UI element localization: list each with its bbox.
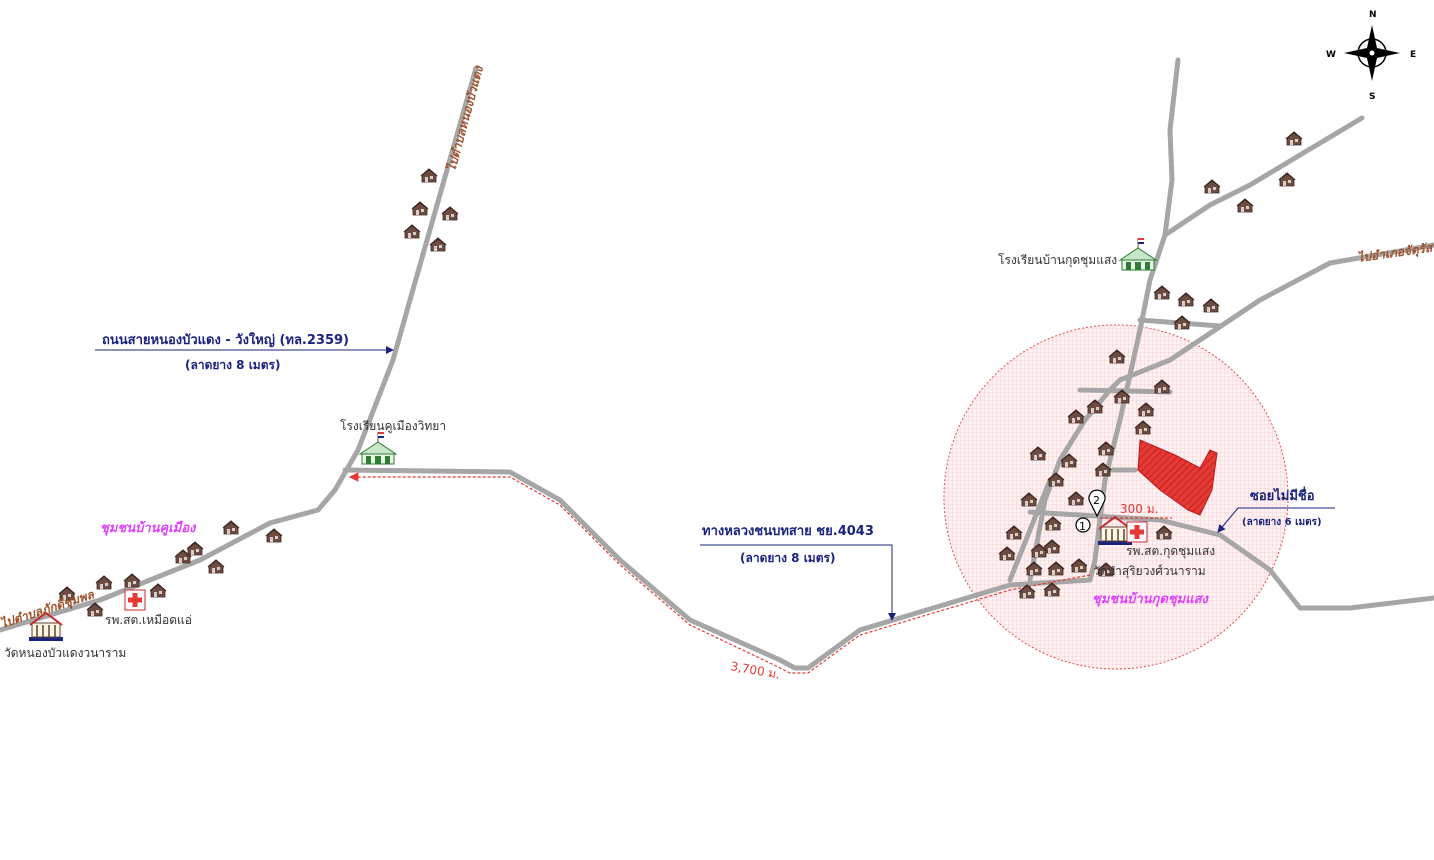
distance-far-label: 3,700 ม.: [729, 659, 781, 681]
house-icon: [1285, 131, 1303, 146]
school-right-icon: [1119, 237, 1157, 271]
house-icon: [411, 201, 429, 216]
hospital-right-label: รพ.สต.กุดชุมแสง: [1126, 544, 1215, 559]
hospital-left-icon: [124, 589, 146, 611]
house-icon: [222, 520, 240, 535]
route-3700m: [348, 472, 1091, 674]
compass-s: S: [1369, 92, 1375, 102]
house-icon: [186, 541, 204, 556]
compass-rose: N S E W: [1326, 10, 1416, 102]
road-2359: [0, 65, 479, 633]
compass-n: N: [1369, 10, 1377, 20]
house-icon: [441, 206, 459, 221]
house-icon: [1203, 179, 1221, 194]
house-icon: [1278, 172, 1296, 187]
community-right-label: ชุมชนบ้านกุดชุมแสง: [1092, 591, 1210, 607]
temple-left-label: วัดหนองบัวแดงวนาราม: [4, 646, 126, 660]
project-site: [1137, 439, 1218, 516]
road-4043-surface: (ลาดยาง 8 เมตร): [740, 551, 835, 565]
soi-name: ซอยไม่มีชื่อ: [1250, 486, 1315, 504]
school-left-label: โรงเรียนคูเมืองวิทยา: [340, 419, 446, 434]
house-icon: [403, 224, 421, 239]
compass-e: E: [1410, 50, 1416, 60]
house-icon: [1202, 298, 1220, 313]
marker-1: 1: [1075, 517, 1091, 533]
house-icon: [265, 528, 283, 543]
school-right-label: โรงเรียนบ้านกุดชุมแสง: [998, 253, 1117, 268]
hospital-right-icon: [1126, 521, 1148, 543]
house-icon: [429, 237, 447, 252]
house-icon: [1173, 315, 1191, 330]
compass-w: W: [1326, 50, 1336, 60]
road-north-main: [1087, 57, 1181, 583]
destination-north-left: ไปตำบลหนองบัวแดง: [443, 63, 486, 172]
marker-2: 2: [1088, 489, 1106, 518]
road-4043: [342, 467, 1093, 671]
soi-surface: (ลาดยาง 6 เมตร): [1242, 517, 1322, 528]
house-icon: [1153, 285, 1171, 300]
house-icon: [1177, 292, 1195, 307]
svg-text:2: 2: [1093, 494, 1100, 507]
house-icon: [207, 559, 225, 574]
road-2359-name: ถนนสายหนองบัวแดง - วังใหญ่ (ทล.2359): [102, 331, 349, 348]
distance-near-label: 300 ม.: [1120, 502, 1158, 516]
road-2359-surface: (ลาดยาง 8 เมตร): [185, 358, 280, 372]
destination-east: ไปอำเภอจัตุรัส: [1356, 239, 1434, 266]
house-icon: [1236, 198, 1254, 213]
hospital-left-label: รพ.สต.เหมือดแอ่: [105, 613, 192, 627]
road-4043-name: ทางหลวงชนบทสาย ชย.4043: [702, 524, 874, 539]
house-icon: [123, 573, 141, 588]
house-icon: [95, 575, 113, 590]
house-icon: [420, 168, 438, 183]
temple-right-label: วัดป่าสุริยวงศ์วนาราม: [1093, 564, 1206, 579]
house-icon: [149, 583, 167, 598]
svg-text:1: 1: [1079, 520, 1086, 533]
community-left-label: ชุมชนบ้านคูเมือง: [100, 520, 197, 536]
